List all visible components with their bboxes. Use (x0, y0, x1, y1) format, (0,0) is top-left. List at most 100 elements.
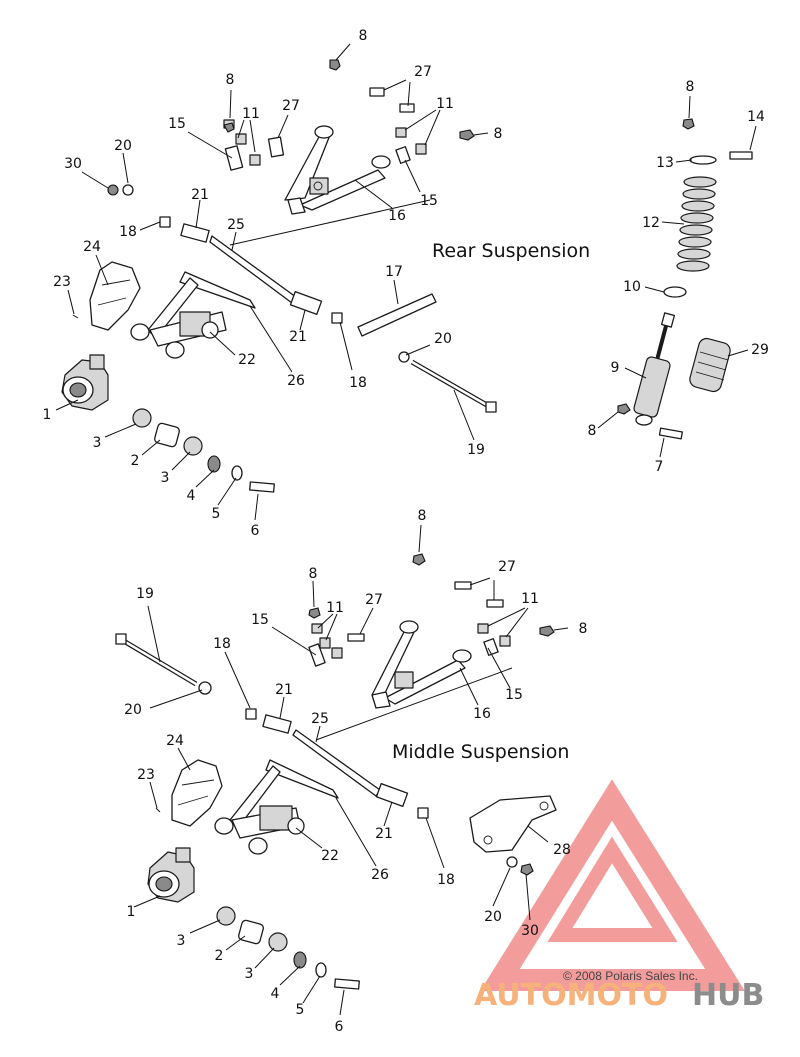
callout-20: 20 (114, 138, 132, 154)
callout-16: 16 (388, 208, 406, 224)
shock-assembly-group: 8 14 13 12 10 29 9 8 7 (588, 79, 769, 475)
middle-bracket-28 (469, 795, 557, 853)
callout-23: 23 (53, 274, 71, 290)
rear-washer-4 (207, 455, 221, 473)
rear-bolt-6 (249, 481, 275, 493)
callout-11: 11 (326, 600, 344, 616)
middle-upper-a-arm (371, 620, 472, 709)
callout-9: 9 (611, 360, 620, 376)
callout-4: 4 (271, 986, 280, 1002)
callout-8: 8 (309, 566, 318, 582)
copyright-notice: © 2008 Polaris Sales Inc. (563, 969, 698, 983)
callout-18: 18 (437, 872, 455, 888)
callout-8: 8 (588, 423, 597, 439)
callout-20: 20 (484, 909, 502, 925)
callout-19: 19 (467, 442, 485, 458)
callout-25: 25 (311, 711, 329, 727)
callout-8: 8 (359, 28, 368, 44)
callout-20: 20 (434, 331, 452, 347)
callout-22: 22 (238, 352, 256, 368)
callout-21: 21 (275, 682, 293, 698)
shock-bolt-14 (729, 151, 753, 160)
rear-cover-24 (89, 261, 141, 331)
callout-27: 27 (282, 98, 300, 114)
callout-18: 18 (349, 375, 367, 391)
middle-suspension-group: Middle Suspension (115, 508, 588, 1035)
rear-washer-20 (122, 184, 134, 196)
callout-14: 14 (747, 109, 765, 125)
rear-bushing-3b (183, 436, 203, 456)
callout-4: 4 (187, 488, 196, 504)
callout-3: 3 (93, 435, 102, 451)
callout-3: 3 (161, 470, 170, 486)
callout-10: 10 (623, 279, 641, 295)
callout-26: 26 (287, 373, 305, 389)
callout-8: 8 (226, 72, 235, 88)
watermark-text-automoto: AUTOMOTO (474, 978, 668, 1013)
callout-30: 30 (64, 156, 82, 172)
shock-leaders (597, 95, 757, 458)
middle-bushing-3a (216, 906, 236, 926)
shock-body-9 (633, 312, 676, 426)
callout-22: 22 (321, 848, 339, 864)
shock-cover-29 (689, 337, 731, 393)
middle-bolt-6 (334, 978, 360, 990)
callout-11: 11 (436, 96, 454, 112)
middle-leaders (133, 524, 569, 1016)
rear-nut-30 (107, 184, 119, 196)
watermark-text: AUTOMOTO HUB (474, 978, 764, 1013)
shock-nut-8 (682, 118, 695, 130)
callout-15: 15 (505, 687, 523, 703)
callout-1: 1 (127, 904, 136, 920)
spring-seat-10 (663, 286, 687, 298)
callout-27: 27 (414, 64, 432, 80)
callout-6: 6 (335, 1019, 344, 1035)
rear-callouts: 8 27 8 11 27 11 8 15 30 20 16 15 21 25 1… (43, 28, 503, 539)
middle-hardware (308, 553, 555, 667)
rear-lower-a-arm (130, 271, 256, 359)
rear-bushing-3a (132, 408, 152, 428)
callout-5: 5 (296, 1002, 305, 1018)
middle-spacer-2 (238, 919, 264, 945)
coil-spring-12 (676, 176, 717, 272)
rear-knuckle-1 (61, 354, 109, 411)
callout-29: 29 (751, 342, 769, 358)
callout-3: 3 (245, 966, 254, 982)
middle-lower-a-arm (214, 759, 339, 855)
rear-washer-5 (231, 465, 243, 481)
callout-8: 8 (579, 621, 588, 637)
callout-21: 21 (375, 826, 393, 842)
callout-2: 2 (131, 453, 140, 469)
callout-21: 21 (289, 329, 307, 345)
middle-washer-4 (293, 951, 307, 969)
middle-screw-23 (155, 807, 161, 813)
callout-1: 1 (43, 407, 52, 423)
callout-5: 5 (212, 506, 221, 522)
callout-18: 18 (119, 224, 137, 240)
callout-8: 8 (418, 508, 427, 524)
watermark-logo (480, 779, 745, 991)
rear-upper-a-arm (284, 125, 391, 215)
rear-screw-23 (72, 314, 79, 319)
callout-28: 28 (553, 842, 571, 858)
callout-27: 27 (498, 559, 516, 575)
callout-25: 25 (227, 217, 245, 233)
callout-8: 8 (494, 126, 503, 142)
middle-cover-24 (171, 759, 223, 827)
rear-leaders (55, 43, 489, 521)
rear-hardware (223, 59, 475, 171)
callout-19: 19 (136, 586, 154, 602)
callout-18: 18 (213, 636, 231, 652)
callout-21: 21 (191, 187, 209, 203)
callout-15: 15 (251, 612, 269, 628)
callout-15: 15 (420, 193, 438, 209)
callout-11: 11 (521, 591, 539, 607)
callout-13: 13 (656, 155, 674, 171)
middle-knuckle-1 (147, 847, 195, 903)
shock-nut-8b (617, 403, 631, 415)
shock-callouts: 8 14 13 12 10 29 9 8 7 (588, 79, 769, 475)
rear-spacer-2 (154, 422, 180, 448)
rear-suspension-group: Rear Suspension (43, 28, 591, 539)
callout-20: 20 (124, 702, 142, 718)
